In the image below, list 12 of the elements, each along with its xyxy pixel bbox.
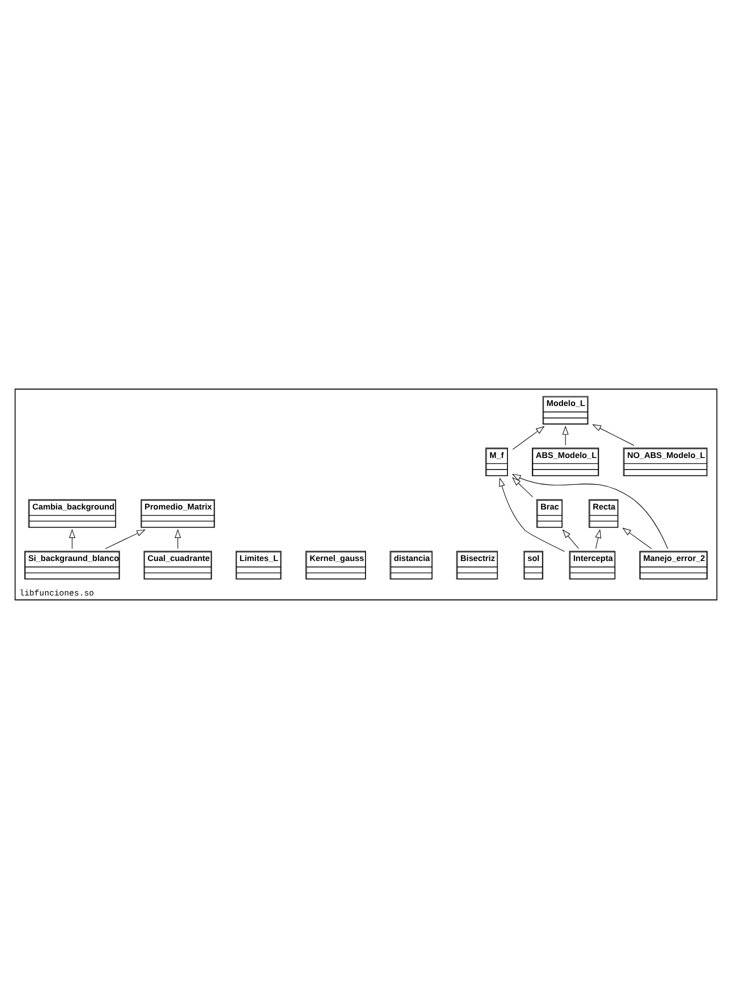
arrow xyxy=(512,426,545,450)
arrow xyxy=(562,529,579,549)
arrow xyxy=(174,529,181,549)
arrow xyxy=(622,528,652,550)
arrow xyxy=(104,529,146,550)
arrow xyxy=(498,477,565,552)
arrow xyxy=(69,529,76,549)
arrow xyxy=(512,474,668,550)
arrow xyxy=(512,477,534,498)
arrow xyxy=(592,424,634,446)
arrow xyxy=(562,426,569,446)
arrow xyxy=(595,529,602,549)
